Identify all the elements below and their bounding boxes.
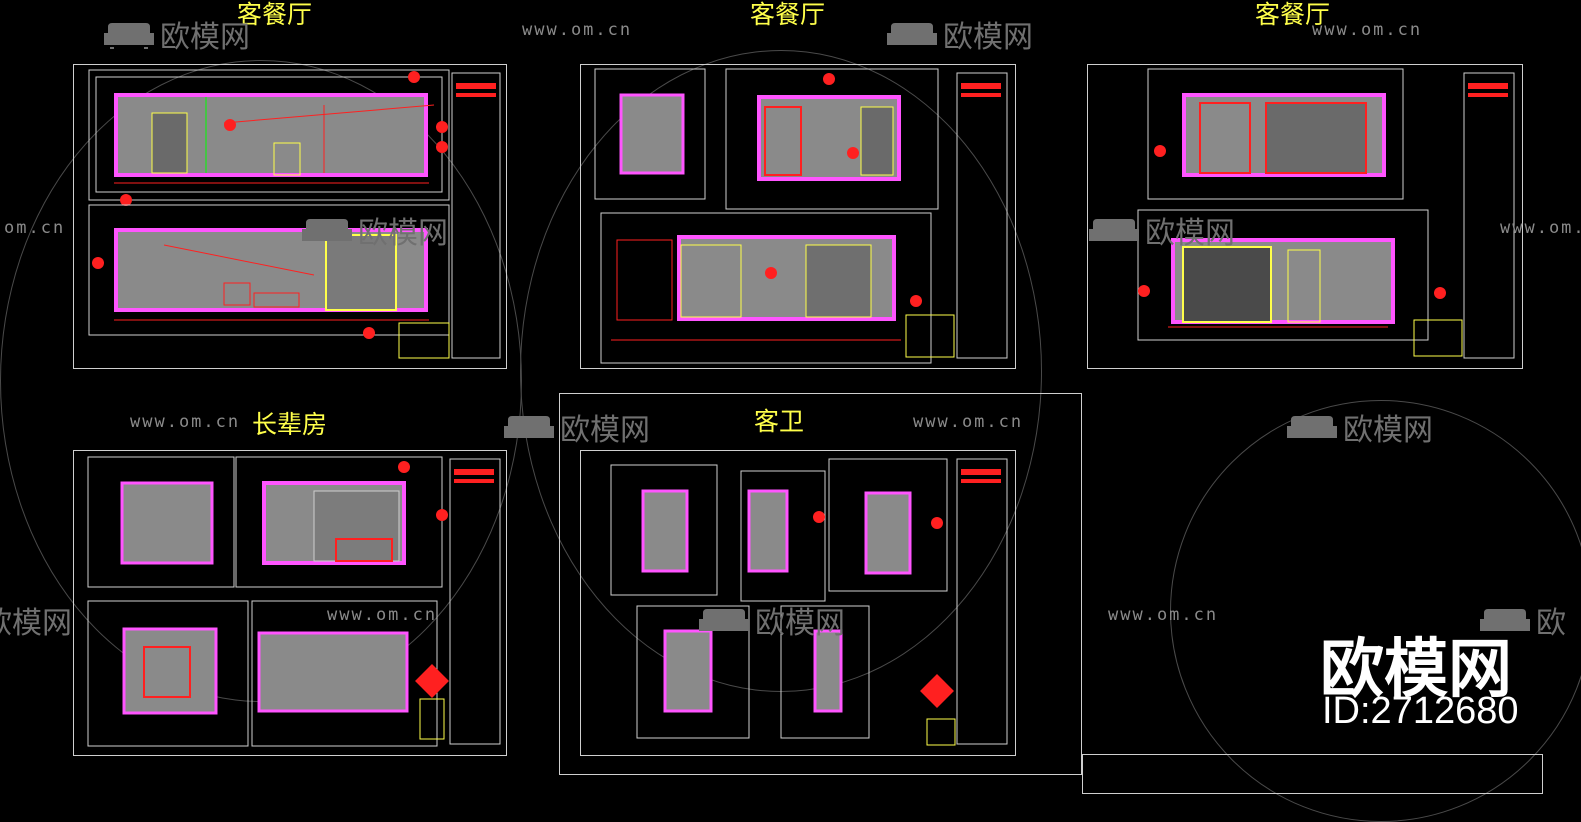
- sofa-icon: [104, 23, 154, 49]
- watermark-url: www.om.cn: [1500, 218, 1581, 238]
- watermark-brand-text: 欧模网: [943, 20, 1033, 55]
- title-living-dining-2: 客餐厅: [750, 0, 826, 29]
- drawing-sheet-elder-room[interactable]: [73, 450, 507, 756]
- watermark-brand-text: 欧模网: [358, 216, 448, 251]
- watermark-url: www.om.cn: [1312, 20, 1423, 40]
- sofa-icon: [1089, 219, 1139, 241]
- title-living-dining-1: 客餐厅: [237, 0, 313, 29]
- watermark-brand-text: 欧模网: [755, 606, 845, 641]
- elevation-drawings: [594, 68, 1008, 364]
- title-guest-bath: 客卫: [754, 407, 805, 436]
- watermark-brand-text: 欧模网: [1343, 413, 1433, 448]
- watermark-brand: 欧模网: [300, 208, 448, 252]
- partial-sheet-frame: [1082, 754, 1543, 794]
- elevation-drawings: [88, 69, 501, 359]
- sofa-icon: [887, 23, 937, 45]
- watermark-brand: 欧模网: [1285, 405, 1433, 449]
- watermark-brand-text: 欧: [1536, 606, 1566, 641]
- drawing-sheet-living-dining-3[interactable]: [1087, 64, 1523, 369]
- sofa-icon: [504, 416, 554, 438]
- sofa-icon: [1287, 416, 1337, 438]
- model-id: ID:2712680: [1322, 690, 1519, 732]
- watermark-brand: 欧模网: [0, 598, 72, 642]
- drawing-sheet-living-dining-1[interactable]: [73, 64, 507, 369]
- guest-bath-outline: [559, 393, 1082, 775]
- watermark-url: om.cn: [4, 218, 66, 238]
- watermark-url: www.om.cn: [913, 412, 1024, 432]
- title-living-dining-3: 客餐厅: [1255, 0, 1331, 29]
- title-elder-room: 长辈房: [252, 410, 328, 439]
- watermark-brand-text: 欧模网: [1145, 216, 1235, 251]
- watermark-url: www.om.cn: [1108, 605, 1219, 625]
- sofa-icon: [302, 219, 352, 241]
- watermark-brand: 欧模网: [102, 12, 250, 56]
- watermark-brand: 欧模网: [885, 12, 1033, 56]
- watermark-brand-text: 欧模网: [160, 20, 250, 55]
- watermark-brand: 欧模网: [1087, 208, 1235, 252]
- elevation-drawings: [610, 458, 1008, 746]
- watermark-brand: 欧: [1478, 598, 1566, 642]
- elevation-drawings: [1137, 68, 1515, 359]
- drawing-sheet-guest-bath[interactable]: [580, 450, 1016, 756]
- elevation-drawings: [87, 456, 501, 747]
- watermark-brand: 欧模网: [502, 405, 650, 449]
- watermark-url: www.om.cn: [130, 412, 241, 432]
- sofa-icon: [699, 609, 749, 631]
- watermark-brand-text: 欧模网: [0, 606, 72, 641]
- watermark-brand: 欧模网: [697, 598, 845, 642]
- sofa-icon: [1480, 609, 1530, 631]
- watermark-url: www.om.cn: [327, 605, 438, 625]
- drawing-sheet-living-dining-2[interactable]: [580, 64, 1016, 369]
- brand-name: 欧模网: [1320, 633, 1512, 707]
- watermark-url: www.om.cn: [522, 20, 633, 40]
- watermark-brand-text: 欧模网: [560, 413, 650, 448]
